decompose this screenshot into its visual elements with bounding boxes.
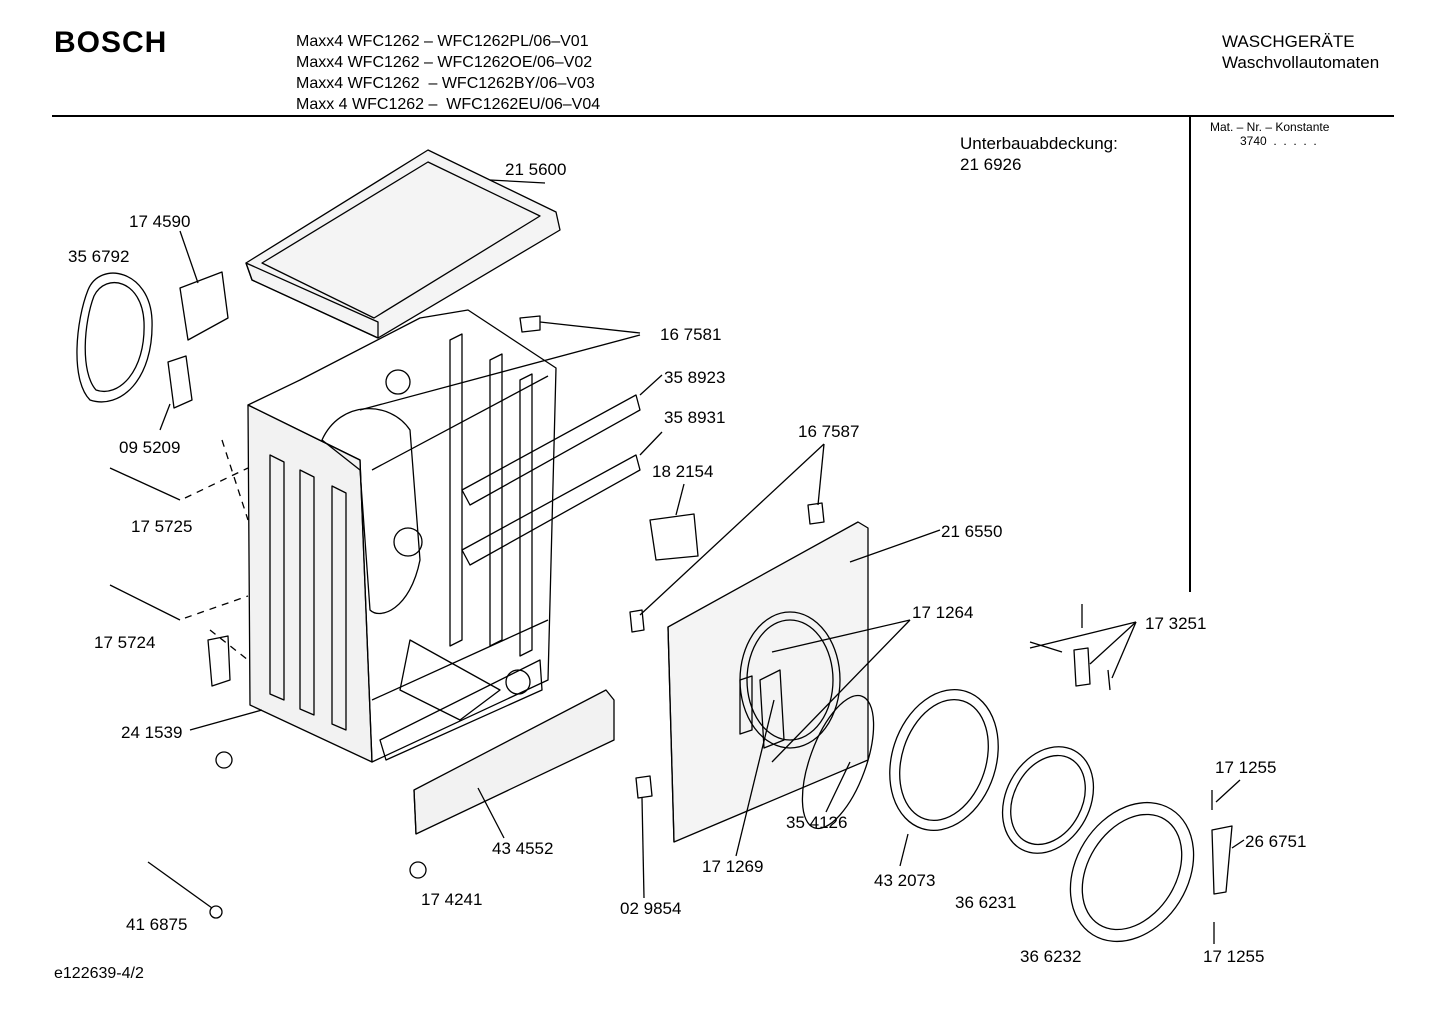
header-divider <box>52 115 1394 117</box>
sub-cover-label: Unterbauabdeckung: <box>960 134 1118 153</box>
part-label: 36 6231 <box>955 893 1016 912</box>
assembly-lines <box>184 439 249 661</box>
model-line: Maxx4 WFC1262 – WFC1262OE/06–V02 <box>296 54 593 71</box>
part-label: 21 6550 <box>941 522 1002 541</box>
door-inner-ring-part <box>889 689 999 831</box>
top-cover-part <box>245 149 561 339</box>
material-number-block: Mat. – Nr. – Konstante 3740 . . . . . <box>1210 120 1329 148</box>
part-label: 36 6232 <box>1020 947 1081 966</box>
part-label: 17 1255 <box>1215 758 1276 777</box>
model-line: Maxx4 WFC1262 – WFC1262PL/06–V01 <box>296 33 589 50</box>
part-label: 17 4241 <box>421 890 482 909</box>
part-label: 26 6751 <box>1245 832 1306 851</box>
part-label: 17 4590 <box>129 212 190 231</box>
part-label: 43 4552 <box>492 839 553 858</box>
door-outer-ring-part <box>1069 801 1195 943</box>
part-label: 35 8931 <box>664 408 725 427</box>
rail-part <box>461 394 641 566</box>
part-label: 17 1269 <box>702 857 763 876</box>
part-label: 21 5600 <box>505 160 566 179</box>
plinth-cover-part <box>413 689 615 835</box>
part-label: 41 6875 <box>126 915 187 934</box>
part-label: 43 2073 <box>874 871 935 890</box>
leader-lines <box>159 179 1245 899</box>
material-number-value: 3740 . . . . . <box>1240 134 1317 148</box>
small-parts <box>109 271 1233 944</box>
part-label: 35 6792 <box>68 247 129 266</box>
part-label: 24 1539 <box>121 723 182 742</box>
part-label: 02 9854 <box>620 899 681 918</box>
sub-cover-number: 21 6926 <box>960 155 1022 174</box>
category-block: WASCHGERÄTE Waschvollautomaten <box>1222 31 1379 73</box>
category-title: WASCHGERÄTE <box>1222 32 1355 51</box>
part-label: 35 8923 <box>664 368 725 387</box>
vertical-divider <box>1189 117 1191 592</box>
category-subtitle: Waschvollautomaten <box>1222 53 1380 72</box>
part-labels: 21 5600 17 4590 35 6792 16 7581 35 8923 … <box>68 160 1306 966</box>
gasket-part <box>76 272 153 403</box>
model-line: Maxx4 WFC1262 – WFC1262BY/06–V03 <box>296 75 595 92</box>
part-label: 18 2154 <box>652 462 713 481</box>
model-line: Maxx 4 WFC1262 – WFC1262EU/06–V04 <box>296 96 601 113</box>
part-label: 35 4126 <box>786 813 847 832</box>
model-list: Maxx4 WFC1262 – WFC1262PL/06–V01 Maxx4 W… <box>296 31 600 115</box>
front-panel-part <box>667 521 875 843</box>
cabinet-frame-part <box>247 309 557 763</box>
part-label: 16 7587 <box>798 422 859 441</box>
part-label: 17 1264 <box>912 603 973 622</box>
part-label: 16 7581 <box>660 325 721 344</box>
sub-cover-note: Unterbauabdeckung: 21 6926 <box>960 133 1118 175</box>
brand-logo: BOSCH <box>54 26 168 59</box>
document-id: e122639-4/2 <box>54 965 144 982</box>
part-label: 17 5724 <box>94 633 155 652</box>
part-label: 17 5725 <box>131 517 192 536</box>
material-number-label: Mat. – Nr. – Konstante <box>1210 120 1330 134</box>
part-label: 17 3251 <box>1145 614 1206 633</box>
part-label: 17 1255 <box>1203 947 1264 966</box>
part-label: 09 5209 <box>119 438 180 457</box>
door-glass-part <box>1001 746 1095 854</box>
